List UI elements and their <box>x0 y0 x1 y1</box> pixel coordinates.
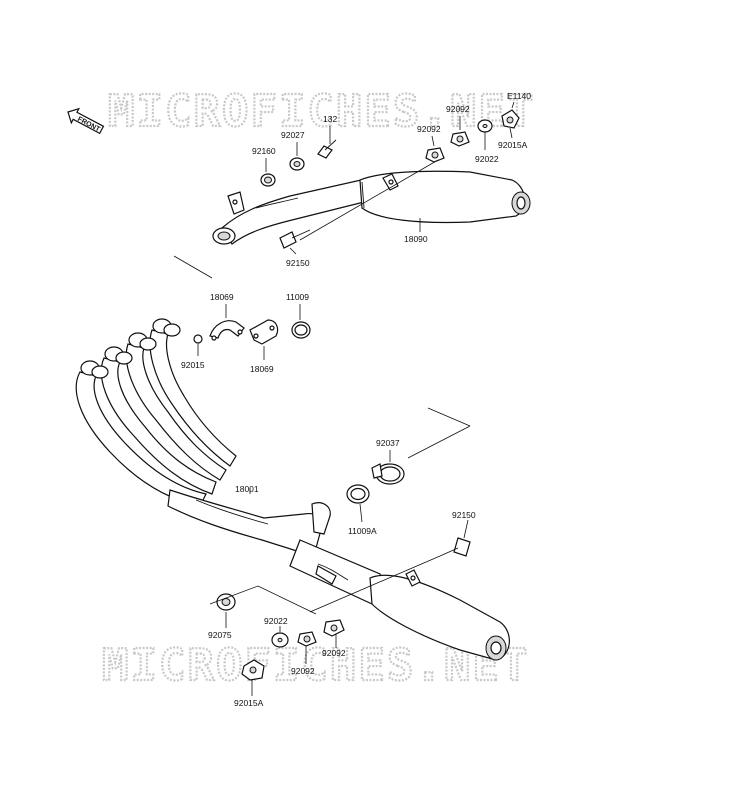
header-pipes-18001 <box>75 318 510 661</box>
nut-92092-bottom <box>297 631 317 647</box>
label-92022-top: 92022 <box>475 154 499 164</box>
label-92027: 92027 <box>281 130 305 140</box>
nut-92092-bottom2 <box>323 619 345 637</box>
cap-nut-92015A-top <box>501 109 520 129</box>
label-18001: 18001 <box>235 484 259 494</box>
bolt-92150-top <box>279 229 311 249</box>
label-18069-a: 18069 <box>210 292 234 302</box>
grommet-92160 <box>260 173 276 187</box>
label-92015A-top: 92015A <box>498 140 528 150</box>
washer-92022-top <box>477 119 493 133</box>
label-132: 132 <box>323 114 337 124</box>
label-18069-b: 18069 <box>250 364 274 374</box>
label-92150-bottom: 92150 <box>452 510 476 520</box>
front-arrow-icon: FRONT <box>67 107 105 135</box>
clamp-92037 <box>371 463 405 485</box>
label-92160: 92160 <box>252 146 276 156</box>
gasket-11009 <box>291 321 311 339</box>
label-92092-top: 92092 <box>417 124 441 134</box>
bolt-92150-bottom <box>439 537 471 557</box>
label-92150-top: 92150 <box>286 258 310 268</box>
label-92092-bottom: 92092 <box>291 666 315 676</box>
washer-92022-bottom <box>271 632 289 648</box>
label-92037: 92037 <box>376 438 400 448</box>
label-92075: 92075 <box>208 630 232 640</box>
bolt-132 <box>317 139 337 159</box>
nut-92092-top <box>425 147 445 163</box>
collar-92075 <box>216 593 236 611</box>
nut-92092-top2 <box>450 131 470 147</box>
label-92092-top2: 92092 <box>446 104 470 114</box>
nut-92015 <box>193 334 203 344</box>
collar-92027 <box>289 157 305 171</box>
diagram-code: E1140 <box>507 91 531 101</box>
cap-nut-92015A-bottom <box>241 659 265 681</box>
holder-18069-a <box>209 320 245 341</box>
label-11009A: 11009A <box>348 526 377 536</box>
label-92092-bottom2: 92092 <box>322 648 346 658</box>
label-92015A-bottom: 92015A <box>234 698 264 708</box>
label-11009: 11009 <box>286 292 309 302</box>
upper-muffler-18090 <box>212 170 531 245</box>
watermark-top: MICROFICHES.NET <box>108 86 535 137</box>
label-92015: 92015 <box>181 360 205 370</box>
label-18090: 18090 <box>404 234 428 244</box>
label-92022-bottom: 92022 <box>264 616 288 626</box>
gasket-11009A <box>346 484 370 504</box>
holder-18069-b <box>249 319 279 345</box>
